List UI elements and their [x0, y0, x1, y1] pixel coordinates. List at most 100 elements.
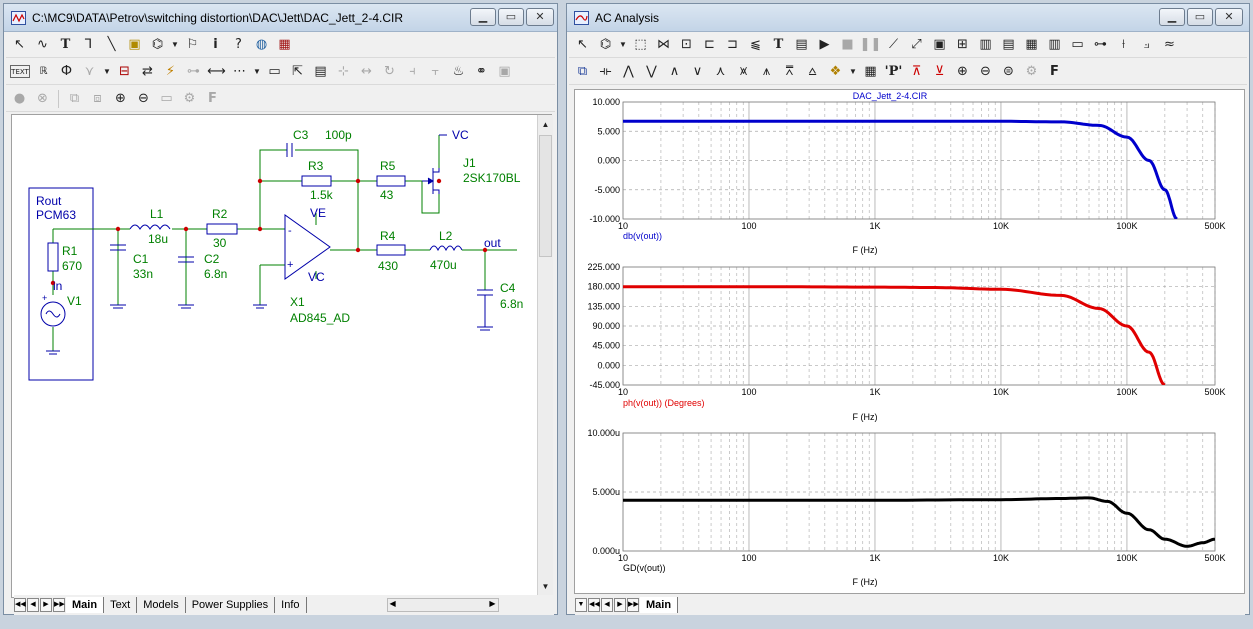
peak-icon[interactable]: ⋀	[623, 64, 634, 79]
flag-icon[interactable]: ⚐	[186, 37, 199, 52]
valley-icon[interactable]: ⋁	[646, 64, 657, 79]
ac-settings-icon[interactable]: ⚙	[1025, 64, 1038, 79]
zoom-fit-icon[interactable]: ⊜	[1003, 64, 1014, 79]
p-key-icon[interactable]: 'P'	[884, 64, 903, 79]
tab-text[interactable]: Text	[104, 597, 138, 613]
pause-icon[interactable]: ❚❚	[859, 37, 882, 52]
tab-info[interactable]: Info	[275, 597, 307, 613]
ac-first-icon[interactable]: ◀◀	[588, 598, 600, 612]
mirror-x-icon[interactable]: ⫞	[409, 64, 416, 79]
inductor-l1[interactable]	[129, 224, 171, 230]
scroll-up-icon[interactable]: ▲	[541, 120, 550, 129]
ac-select-icon[interactable]: ↖	[577, 37, 588, 52]
orthogonal-wire-icon[interactable]: ⅂	[84, 37, 93, 52]
inductor-l2[interactable]	[429, 245, 463, 252]
point-tag-icon[interactable]: ⊡	[681, 37, 692, 52]
capacitor-c2[interactable]	[178, 256, 194, 309]
text-mode-icon[interactable]: TEXT	[10, 65, 30, 78]
next-page-icon[interactable]: ▶	[40, 598, 52, 612]
font-icon[interactable]: F	[208, 91, 217, 106]
info-icon[interactable]: i	[213, 37, 218, 52]
first-page-icon[interactable]: ◀◀	[14, 598, 26, 612]
power-icon[interactable]: ⚡	[165, 64, 176, 79]
step-back-icon[interactable]: ⧈	[93, 91, 102, 106]
ac-graphics-icon[interactable]: ⌬	[599, 37, 612, 52]
ac-zoom-in-icon[interactable]: ⊕	[957, 64, 968, 79]
grid-2-icon[interactable]: ▥	[979, 37, 992, 52]
close-button[interactable]: ✕	[526, 8, 554, 26]
data-points-icon[interactable]: ⟛	[599, 64, 612, 79]
diagonal-wire-icon[interactable]: ╲	[107, 37, 116, 52]
stop-icon[interactable]: ●	[13, 91, 26, 106]
performance-tag-icon[interactable]: ⫹	[750, 37, 761, 52]
ac-text-icon[interactable]: T	[773, 37, 784, 52]
prev-page-icon[interactable]: ◀	[27, 598, 39, 612]
cursor-2-icon[interactable]: ⟓	[1143, 37, 1150, 52]
bottom-icon[interactable]: ⩟	[808, 64, 817, 79]
attribute-icon[interactable]: ⋎	[84, 64, 95, 79]
grid-5-icon[interactable]: ▥	[1048, 37, 1061, 52]
graphics-dropdown-icon[interactable]: ▼	[171, 40, 179, 49]
run-icon[interactable]: ▶	[819, 37, 830, 52]
window-icon[interactable]: ▣	[933, 37, 946, 52]
vertical-tag-icon[interactable]: ⊐	[727, 37, 738, 52]
capacitor-c4[interactable]	[477, 289, 493, 331]
resistor-r5[interactable]	[376, 175, 406, 187]
scroll-thumb[interactable]	[539, 135, 552, 257]
step-icon[interactable]: ⧉	[69, 91, 80, 106]
ac-minimize-button[interactable]: ▁	[1159, 8, 1185, 26]
schematic-vscroll[interactable]: ▲ ▼	[537, 115, 553, 597]
ac-properties-icon[interactable]: ▤	[795, 37, 808, 52]
resistor-r2[interactable]	[206, 223, 238, 235]
low-icon[interactable]: ∨	[692, 64, 703, 79]
scroll-down-icon[interactable]: ▼	[541, 582, 550, 591]
cursor-mode-icon[interactable]: ⇱	[292, 64, 303, 79]
node-voltage-icon[interactable]: ⊟	[119, 64, 130, 79]
tab-power-supplies[interactable]: Power Supplies	[186, 597, 276, 613]
last-page-icon[interactable]: ▶▶	[53, 598, 65, 612]
ax-icon[interactable]: ⊼	[911, 64, 922, 79]
resistor-r4[interactable]	[376, 244, 406, 256]
stretch-icon[interactable]: ↔	[361, 64, 372, 79]
horizontal-tag-icon[interactable]: ⊏	[704, 37, 715, 52]
grid-4-icon[interactable]: ▦	[1025, 37, 1038, 52]
cursor-mode-icon[interactable]: ⋈	[657, 37, 670, 52]
ac-zoom-out-icon[interactable]: ⊖	[980, 64, 991, 79]
palette-icon[interactable]: ❖	[829, 64, 842, 79]
tracker-icon[interactable]: ⊶	[1094, 37, 1107, 52]
ac-next-icon[interactable]: ▶	[614, 598, 626, 612]
globe-icon[interactable]: ◍	[255, 37, 268, 52]
resistor-r1[interactable]	[47, 242, 59, 272]
global-low-icon[interactable]: ⩚	[762, 64, 771, 79]
inflection-icon[interactable]: ⋏	[715, 64, 726, 79]
opamp-x1[interactable]: - +	[284, 214, 331, 280]
capacitor-c1[interactable]	[110, 244, 126, 309]
ac-prev-icon[interactable]: ◀	[601, 598, 613, 612]
help-icon[interactable]: ?	[235, 37, 242, 52]
line-icon[interactable]: ⟋	[888, 37, 899, 52]
tab-models[interactable]: Models	[137, 597, 186, 613]
rotate-icon[interactable]: ↻	[384, 64, 395, 79]
folder-icon[interactable]: ▭	[160, 91, 173, 106]
hscroll-left-icon[interactable]: ◀	[389, 599, 396, 608]
align-icon[interactable]: ⊹	[338, 64, 349, 79]
ac-dropdown-icon[interactable]: ▼	[575, 598, 587, 612]
component-icon[interactable]: ▣	[128, 37, 141, 52]
wire-tool-icon[interactable]: ∿	[37, 37, 48, 52]
hscroll-right-icon[interactable]: ▶	[489, 599, 496, 608]
maximize-button[interactable]: ▭	[498, 8, 524, 26]
top-icon[interactable]: ⩞	[785, 64, 794, 79]
attribute-dropdown-icon[interactable]: ▼	[103, 67, 111, 76]
tab-main[interactable]: Main	[66, 597, 105, 613]
node-numbers-icon[interactable]: ℝ	[39, 66, 48, 77]
minimize-button[interactable]: ▁	[470, 8, 496, 26]
pin-markers-icon[interactable]: ⟷	[207, 64, 226, 79]
select-arrow-icon[interactable]: ↖	[14, 37, 25, 52]
ay-icon[interactable]: ⊻	[934, 64, 945, 79]
grid-icon[interactable]: ⋯	[233, 64, 246, 79]
stop-run-icon[interactable]: ■	[841, 37, 854, 52]
separate-icon[interactable]: ▭	[1071, 37, 1084, 52]
binoculars-icon[interactable]: ⚭	[476, 64, 487, 79]
ac-graphics-dropdown-icon[interactable]: ▼	[619, 40, 627, 49]
properties-icon[interactable]: ▤	[314, 64, 327, 79]
